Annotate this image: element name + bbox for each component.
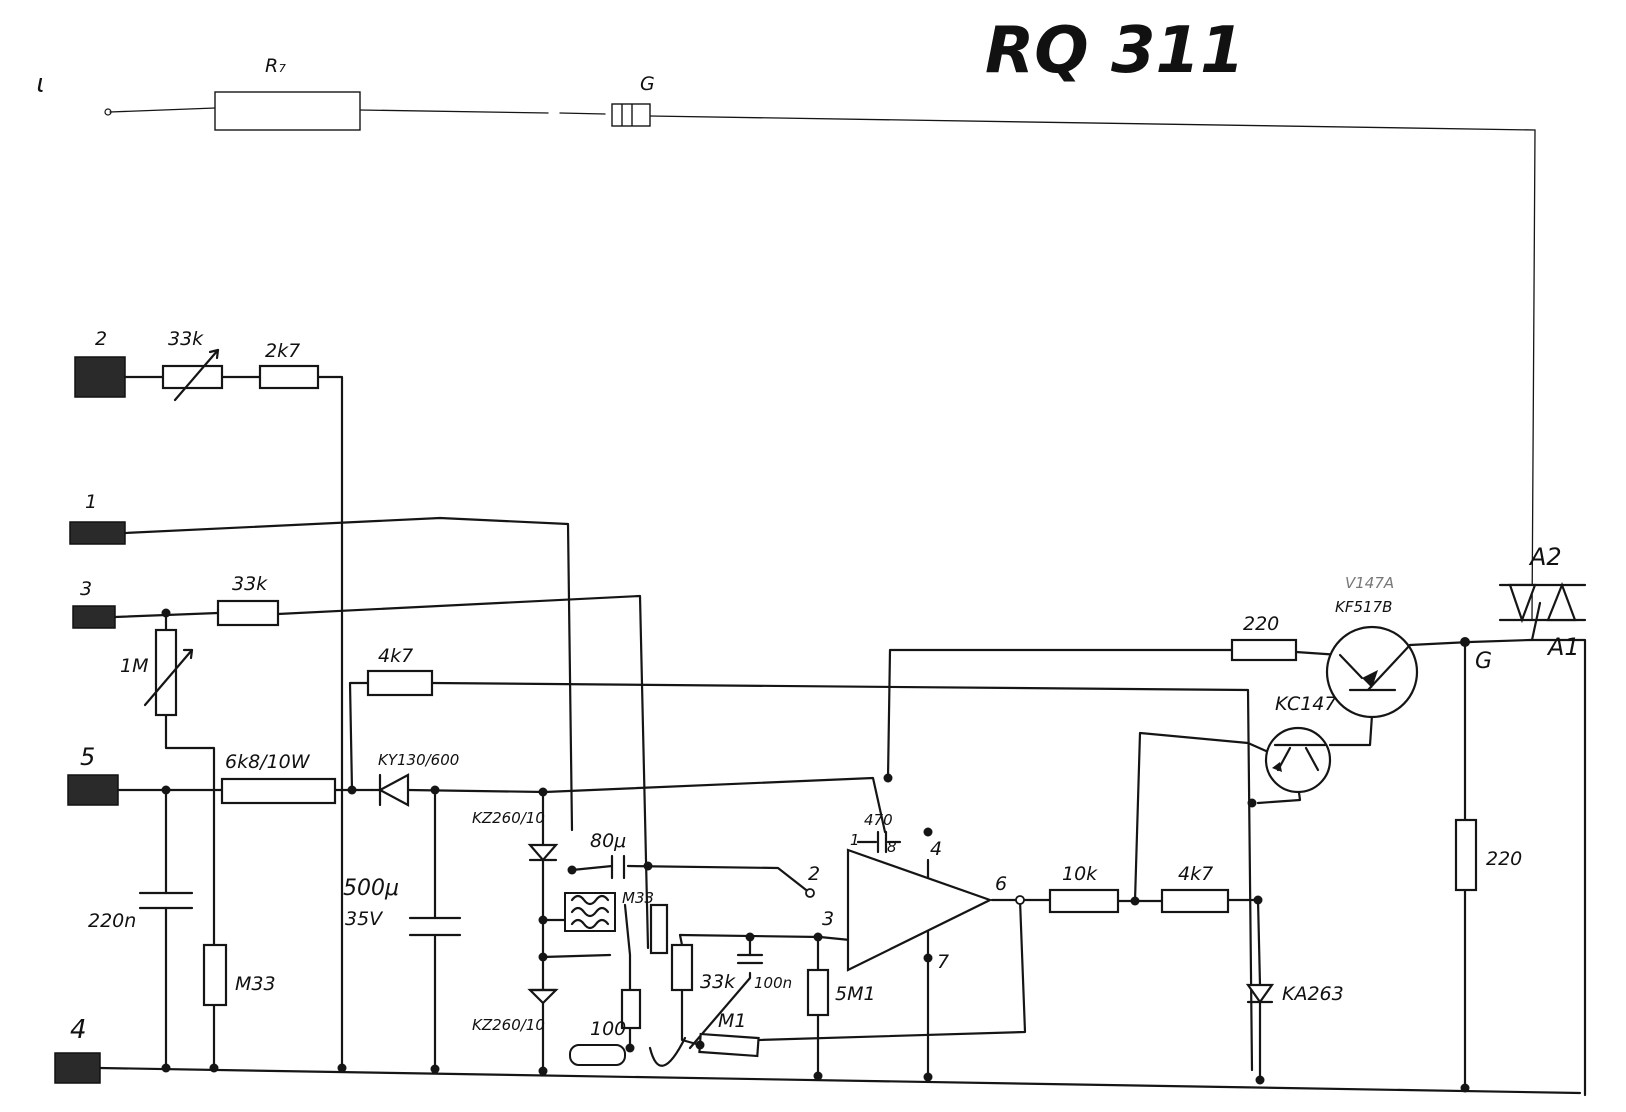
resistor-5M1-label: 5M1	[835, 983, 876, 1005]
resistor-6k8-label: 6k8/10W	[225, 751, 311, 773]
capacitor-100n-label: 100n	[754, 974, 792, 992]
opamp-pin-3: 3	[822, 908, 834, 930]
schematic-title: RQ 311	[985, 14, 1245, 88]
transistor-kc147-label: KC147	[1275, 693, 1336, 715]
capacitor-470-label: 470	[864, 811, 893, 829]
opamp-pin-6: 6	[995, 873, 1007, 895]
gate-connector-top	[611, 103, 651, 127]
capacitor-100n	[736, 953, 764, 965]
diode-ky130	[370, 773, 410, 807]
capacitor-500u-voltage: 35V	[345, 908, 384, 930]
terminal-5-label: 5	[80, 743, 95, 771]
pot-1M	[143, 628, 194, 717]
terminal-2	[74, 356, 126, 398]
capacitor-220n	[138, 891, 194, 910]
resistor-M33-mid-label: M33	[622, 889, 654, 907]
opamp	[846, 848, 993, 972]
resistor-5M1	[806, 968, 830, 1017]
resistor-10k	[1048, 888, 1120, 914]
resistor-4k7-out	[1160, 888, 1230, 914]
opamp-pin-1: 1	[850, 831, 860, 849]
zener-top	[527, 843, 559, 862]
terminal-1-label: 1	[85, 491, 97, 513]
opamp-pin2-node	[805, 888, 815, 898]
opamp-output-node	[1015, 895, 1025, 905]
transistor-kf517-note: V147A	[1345, 574, 1394, 592]
terminal-3-label: 3	[80, 578, 92, 600]
resistor-220-right-label: 220	[1486, 848, 1522, 870]
terminal-3	[72, 605, 116, 629]
resistor-10k-label: 10k	[1062, 863, 1098, 885]
capacitor-220n-label: 220n	[88, 910, 136, 932]
triac	[1498, 581, 1587, 642]
zener-bottom-label: KZ260/10	[472, 1016, 545, 1034]
resistor-6k8	[220, 777, 337, 805]
resistor-33k-in	[216, 599, 280, 627]
opamp-pin-2: 2	[808, 863, 820, 885]
pot-33k-label: 33k	[168, 328, 204, 350]
opamp-pin-8: 8	[887, 838, 897, 856]
terminal-5	[67, 774, 119, 806]
capacitor-80u	[610, 854, 626, 880]
resistor-220-top-label: 220	[1243, 613, 1279, 635]
zener-bottom	[527, 988, 559, 1005]
terminal-2-label: 2	[95, 328, 107, 350]
junctions	[161, 608, 1470, 1093]
triac-g-label: G	[1475, 649, 1492, 674]
resistor-4k7-top-label: 4k7	[378, 645, 413, 667]
resistor-4k7-top	[366, 669, 434, 697]
triac-a2-label: A2	[1528, 543, 1562, 571]
resistor-M1	[698, 1032, 760, 1058]
resistor-33k-mid-label: 33k	[700, 971, 736, 993]
resistor-100	[620, 988, 642, 1030]
resistor-33k-mid	[670, 943, 694, 992]
diode-ky130-label: KY130/600	[378, 751, 459, 769]
resistor-M33-label: M33	[235, 973, 276, 995]
resistor-2k7	[258, 364, 320, 390]
transistor-kf517	[1325, 625, 1419, 719]
resistor-M1-label: M1	[718, 1010, 746, 1032]
gate-label-top: G	[640, 73, 655, 95]
resistor-220-right	[1454, 818, 1478, 892]
top-wire	[104, 107, 1536, 621]
transistor-kf517-label: KF517B	[1335, 598, 1392, 616]
apostrophe-mark: ɩ	[36, 69, 46, 99]
capacitor-500u-label: 500μ	[343, 876, 399, 901]
terminal-1	[69, 521, 126, 545]
resistor-220-top	[1230, 638, 1298, 662]
thermistor-blob	[569, 1036, 687, 1067]
resistor-4k7-out-label: 4k7	[1178, 863, 1213, 885]
resistor-M33-mid	[649, 903, 669, 955]
zener-top-label: KZ260/10	[472, 809, 545, 827]
pot-1M-label: 1M	[120, 655, 148, 677]
transistor-kc147	[1264, 726, 1332, 794]
terminal-4-label: 4	[70, 1015, 87, 1045]
pot-33k	[161, 348, 224, 402]
terminal-4	[54, 1052, 101, 1084]
diode-ka263-label: KA263	[1282, 983, 1344, 1005]
resistor-r7	[214, 91, 361, 131]
capacitor-80u-label: 80μ	[590, 830, 626, 852]
triac-a1-label: A1	[1546, 633, 1580, 661]
resistor-33k-in-label: 33k	[232, 573, 268, 595]
diode-ka263	[1245, 983, 1275, 1004]
resistor-r7-label: R₇	[265, 55, 286, 77]
resistor-M33	[202, 943, 228, 1007]
capacitor-500u	[408, 916, 462, 937]
capacitor-470	[856, 830, 902, 854]
opamp-pin-7: 7	[937, 951, 949, 973]
sense-coil	[564, 892, 616, 932]
resistor-100-label: 100	[590, 1018, 626, 1040]
opamp-pin-4: 4	[930, 838, 942, 860]
resistor-2k7-label: 2k7	[265, 340, 300, 362]
